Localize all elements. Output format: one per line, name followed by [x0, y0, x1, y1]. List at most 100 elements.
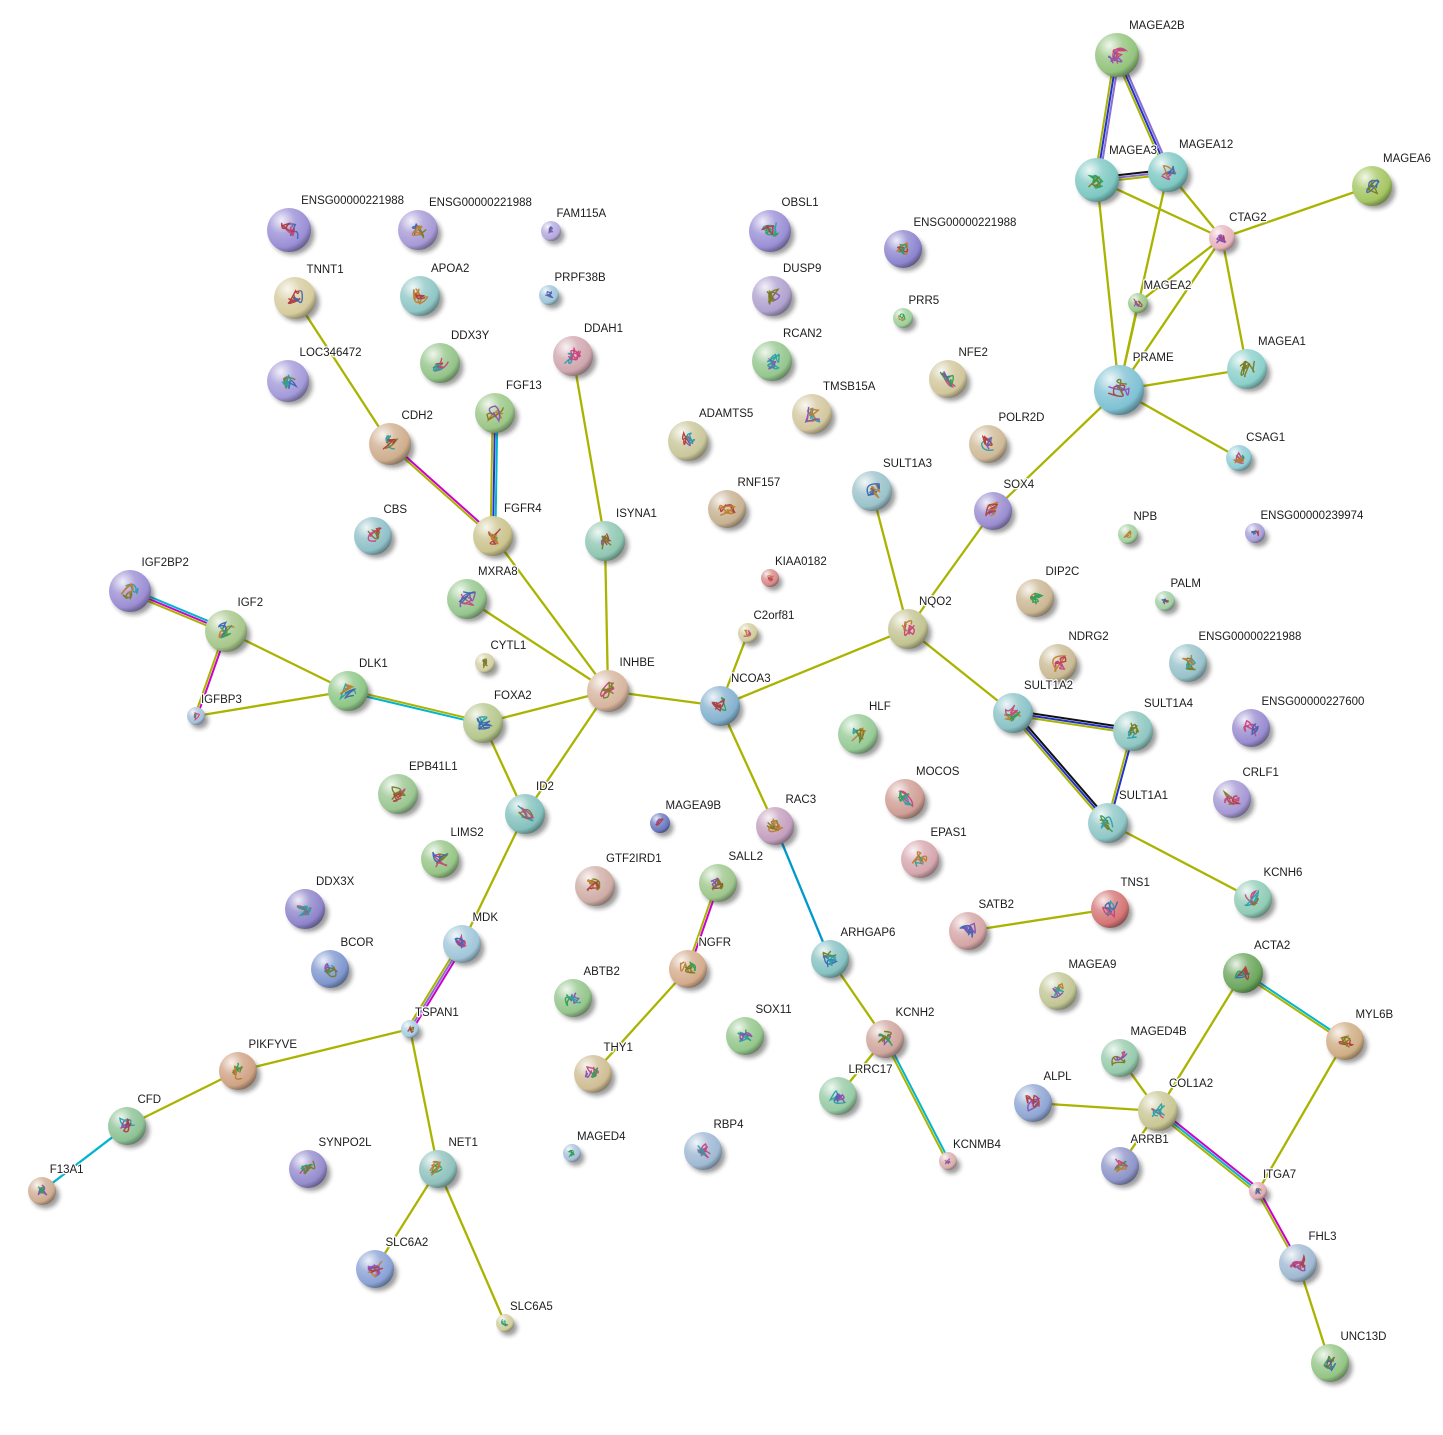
- protein-node-MAGEA6[interactable]: [1352, 166, 1392, 206]
- protein-node-ACTA2[interactable]: [1223, 953, 1263, 993]
- protein-node-ENSG00000221988_D[interactable]: [1169, 644, 1207, 682]
- protein-node-SOX11[interactable]: [726, 1017, 764, 1055]
- edge-PRAME-SOX4[interactable]: [991, 388, 1121, 513]
- protein-sphere[interactable]: [1128, 293, 1148, 313]
- protein-node-RCAN2[interactable]: [752, 341, 792, 381]
- protein-node-KCNH6[interactable]: [1234, 880, 1272, 918]
- protein-node-ARRB1[interactable]: [1101, 1147, 1139, 1185]
- protein-node-IGF2BP2[interactable]: [109, 570, 151, 612]
- protein-sphere[interactable]: [726, 1017, 764, 1055]
- protein-node-C2orf81[interactable]: [738, 623, 758, 643]
- protein-node-ADAMTS5[interactable]: [668, 421, 708, 461]
- protein-node-ENSG00000221988_C[interactable]: [884, 230, 922, 268]
- protein-node-DDAH1[interactable]: [553, 336, 593, 376]
- protein-node-INHBE[interactable]: [587, 670, 629, 712]
- protein-node-EPAS1[interactable]: [901, 840, 939, 878]
- protein-node-MAGEA9B[interactable]: [650, 813, 670, 833]
- protein-node-FAM115A[interactable]: [541, 221, 561, 241]
- protein-node-NQO2[interactable]: [888, 609, 928, 649]
- edge-MYL6B-ITGA7[interactable]: [1256, 1039, 1347, 1193]
- protein-node-ABTB2[interactable]: [554, 979, 592, 1017]
- protein-node-FGFR4[interactable]: [473, 516, 513, 556]
- protein-node-SALL2[interactable]: [699, 864, 737, 902]
- protein-node-OBSL1[interactable]: [749, 210, 791, 252]
- protein-node-HLF[interactable]: [838, 714, 878, 754]
- protein-node-SLC6A2[interactable]: [356, 1250, 394, 1288]
- edge-CTAG2-PRAME[interactable]: [1117, 236, 1224, 392]
- protein-node-ENSG00000227600[interactable]: [1232, 709, 1270, 747]
- protein-node-CFD[interactable]: [108, 1107, 146, 1145]
- protein-node-DDX3X[interactable]: [285, 889, 325, 929]
- protein-sphere[interactable]: [267, 360, 309, 402]
- edge-MAGEA6-CTAG2[interactable]: [1220, 184, 1374, 240]
- protein-sphere[interactable]: [888, 609, 928, 649]
- protein-node-PIKFYVE[interactable]: [219, 1052, 257, 1090]
- edge-RAC3-ARHGAP6[interactable]: [773, 824, 832, 961]
- protein-node-DIP2C[interactable]: [1016, 579, 1054, 617]
- protein-node-MAGED4[interactable]: [563, 1144, 581, 1162]
- edge-TSPAN1-PIKFYVE[interactable]: [236, 1027, 412, 1073]
- protein-node-COL1A2[interactable]: [1138, 1091, 1178, 1131]
- protein-node-NGFR[interactable]: [669, 950, 707, 988]
- protein-node-SULT1A4[interactable]: [1113, 711, 1153, 751]
- edge-CTAG2-MAGEA1[interactable]: [1220, 236, 1249, 371]
- protein-sphere[interactable]: [708, 490, 746, 528]
- protein-node-MAGEA12[interactable]: [1148, 152, 1188, 192]
- protein-node-CSAG1[interactable]: [1226, 445, 1252, 471]
- edge-NET1-SLC6A2[interactable]: [373, 1167, 440, 1271]
- edge-ACTA2-COL1A2[interactable]: [1156, 971, 1245, 1113]
- edge-ISYNA1-INHBE[interactable]: [603, 539, 610, 693]
- protein-node-FGF13[interactable]: [475, 393, 515, 433]
- edge-MAGEA3-PRAME[interactable]: [1095, 178, 1121, 392]
- edge-INHBE-FOXA2[interactable]: [481, 689, 610, 725]
- protein-node-LIMS2[interactable]: [421, 840, 459, 878]
- protein-node-SULT1A3[interactable]: [852, 471, 892, 511]
- protein-node-NCOA3[interactable]: [700, 686, 740, 726]
- edge-PIKFYVE-CFD[interactable]: [125, 1069, 240, 1128]
- protein-node-TMSB15A[interactable]: [792, 394, 832, 434]
- protein-node-PRPF38B[interactable]: [539, 285, 559, 305]
- protein-node-POLR2D[interactable]: [969, 425, 1007, 463]
- protein-node-SYNPO2L[interactable]: [289, 1150, 327, 1188]
- protein-sphere[interactable]: [738, 623, 758, 643]
- edge-SOX4-NQO2[interactable]: [906, 509, 995, 631]
- edge-TNS1-SATB2[interactable]: [966, 907, 1112, 933]
- edge-NGFR-THY1[interactable]: [591, 967, 690, 1076]
- edge-DDAH1-ISYNA1[interactable]: [571, 354, 607, 543]
- protein-node-MAGEA2[interactable]: [1128, 293, 1148, 313]
- protein-sphere[interactable]: [447, 579, 487, 619]
- protein-node-PRR5[interactable]: [893, 308, 913, 328]
- protein-sphere[interactable]: [893, 308, 913, 328]
- protein-node-UNC13D[interactable]: [1311, 1344, 1349, 1382]
- protein-node-FOXA2[interactable]: [463, 703, 503, 743]
- protein-sphere[interactable]: [109, 570, 151, 612]
- protein-node-ALPL[interactable]: [1014, 1084, 1052, 1122]
- protein-node-KIAA0182[interactable]: [761, 569, 779, 587]
- protein-node-DUSP9[interactable]: [752, 276, 792, 316]
- protein-node-ENSG00000239974[interactable]: [1245, 523, 1265, 543]
- edge-NQO2-SULT1A3[interactable]: [870, 489, 910, 631]
- protein-node-MAGED4B[interactable]: [1101, 1039, 1139, 1077]
- protein-node-SLC6A5[interactable]: [496, 1314, 514, 1332]
- protein-node-SATB2[interactable]: [949, 912, 987, 950]
- protein-node-F13A1[interactable]: [28, 1177, 56, 1205]
- protein-node-GTF2IRD1[interactable]: [575, 866, 615, 906]
- protein-node-ISYNA1[interactable]: [585, 521, 625, 561]
- protein-node-FHL3[interactable]: [1279, 1244, 1317, 1282]
- protein-node-NFE2[interactable]: [929, 360, 967, 398]
- protein-node-KCNH2[interactable]: [866, 1020, 904, 1058]
- protein-node-SULT1A1[interactable]: [1088, 803, 1128, 843]
- protein-node-CTAG2[interactable]: [1209, 225, 1235, 251]
- protein-node-MAGEA1[interactable]: [1227, 349, 1267, 389]
- protein-node-MOCOS[interactable]: [885, 779, 925, 819]
- protein-node-DDX3Y[interactable]: [420, 343, 460, 383]
- protein-node-EPB41L1[interactable]: [378, 774, 418, 814]
- protein-node-SOX4[interactable]: [974, 492, 1012, 530]
- protein-node-NET1[interactable]: [419, 1150, 457, 1188]
- protein-node-MXRA8[interactable]: [447, 579, 487, 619]
- protein-node-ENSG00000221988_B[interactable]: [398, 210, 438, 250]
- protein-node-MAGEA2B[interactable]: [1095, 33, 1139, 77]
- protein-node-TNNT1[interactable]: [274, 277, 316, 319]
- protein-node-TSPAN1[interactable]: [401, 1020, 419, 1038]
- protein-node-MAGEA9[interactable]: [1039, 972, 1077, 1010]
